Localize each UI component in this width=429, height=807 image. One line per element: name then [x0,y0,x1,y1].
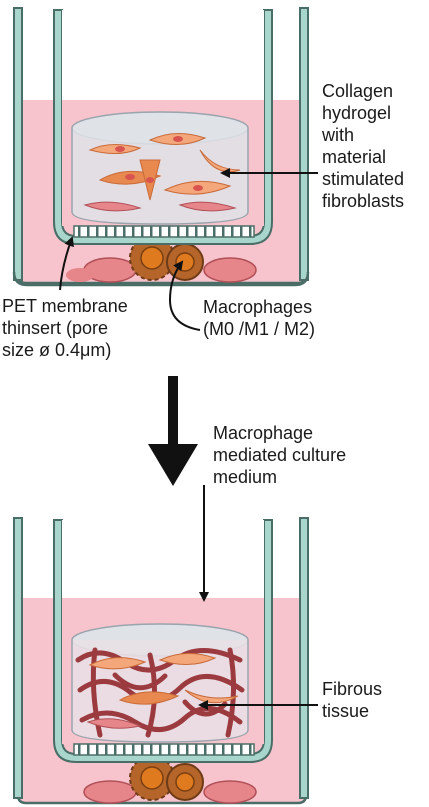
insert-air [62,10,264,100]
process-arrow [148,376,198,486]
macrophage-layer [66,235,257,283]
top-culture-well [12,7,310,287]
collagen-label-line: stimulated [322,169,405,189]
medium-label: Macrophage mediated culture medium [213,422,346,488]
pet-membrane-label: PET membrane thinsert (pore size ø 0.4μm… [2,295,128,361]
collagen-label-line: Collagen [322,81,394,101]
pet-arrow [59,236,74,291]
outer-wall-left [13,7,23,281]
insert-air-2 [62,520,264,598]
pet-membrane [73,225,255,238]
macrophages-label-line: Macrophages [203,297,313,317]
outer-wall-right [299,7,309,281]
medium-label-line: Macrophage [213,423,314,443]
fibrous-tissue-label: Fibrous tissue [322,678,382,722]
collagen-label-line: material [322,147,387,167]
process-arrow-head [148,444,198,486]
outer-wall-left-2 [13,517,23,799]
macrophage-cell [166,763,204,801]
bottom-culture-well [13,517,309,805]
pet-label-line: size ø 0.4μm) [2,340,112,360]
pet-membrane-2 [73,743,255,756]
outer-wall-right-2 [299,517,309,799]
pointer-arrows-top [59,168,318,331]
pet-label-line: PET membrane [2,296,128,316]
macrophages-label: Macrophages (M0 /M1 / M2) [203,296,315,340]
collagen-label-line: fibroblasts [322,191,405,211]
fibroblast-cells [83,133,241,212]
pet-label-line: thinsert (pore [2,318,109,338]
macrophage-cell [166,243,204,281]
collagen-label: Collagen hydrogel with material stimulat… [322,80,404,212]
medium-label-line: medium [213,467,278,487]
pointer-arrows-bottom [198,485,318,710]
macrophages-label-line: (M0 /M1 / M2) [203,319,316,339]
process-arrow-shaft [168,376,178,446]
collagen-label-line: hydrogel [322,103,392,123]
collagen-label-line: with [322,125,355,145]
insert-wall [53,9,273,245]
fibroblast-cells-2 [86,653,239,729]
outer-bottom [12,271,310,287]
fibrous-label-line: Fibrous [322,679,383,699]
macrophage-arrow [168,260,201,331]
insert-wall-2 [53,519,273,763]
macrophage-layer-2 [83,755,257,804]
medium-label-line: mediated culture [213,445,347,465]
fibrous-label-line: tissue [322,701,370,721]
